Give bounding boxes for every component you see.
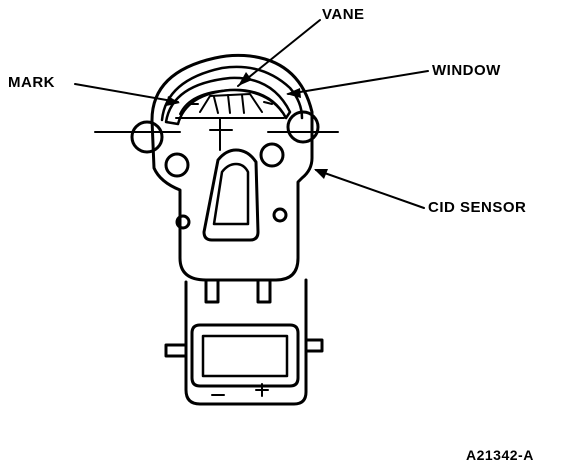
leader-lines (74, 19, 429, 209)
window-label: WINDOW (432, 62, 501, 79)
vane-arrowhead (238, 72, 252, 86)
arrowheads (166, 72, 328, 179)
mark-label: MARK (8, 74, 55, 91)
cid-sensor-arrowhead (314, 169, 328, 179)
mark-arrowhead (166, 96, 180, 106)
connector-body (164, 278, 324, 406)
cid-sensor-leader-line (315, 169, 425, 209)
terminal-pins (204, 278, 272, 304)
cid-sensor-label: CID SENSOR (428, 199, 527, 216)
window-arrowhead (286, 88, 301, 98)
center-slot (202, 148, 260, 242)
vane-label: VANE (322, 6, 365, 23)
alignment-mark (209, 117, 233, 151)
sensor-window (164, 76, 292, 126)
cid-sensor-housing (150, 53, 314, 282)
vane-leader-line (237, 19, 321, 87)
mark-leader-line (74, 83, 179, 103)
sensor-vane (189, 93, 273, 114)
mounting-holes (164, 142, 288, 230)
figure-id: A21342-A (466, 447, 534, 463)
window-leader-line (287, 70, 429, 95)
mounting-ears (130, 110, 320, 154)
